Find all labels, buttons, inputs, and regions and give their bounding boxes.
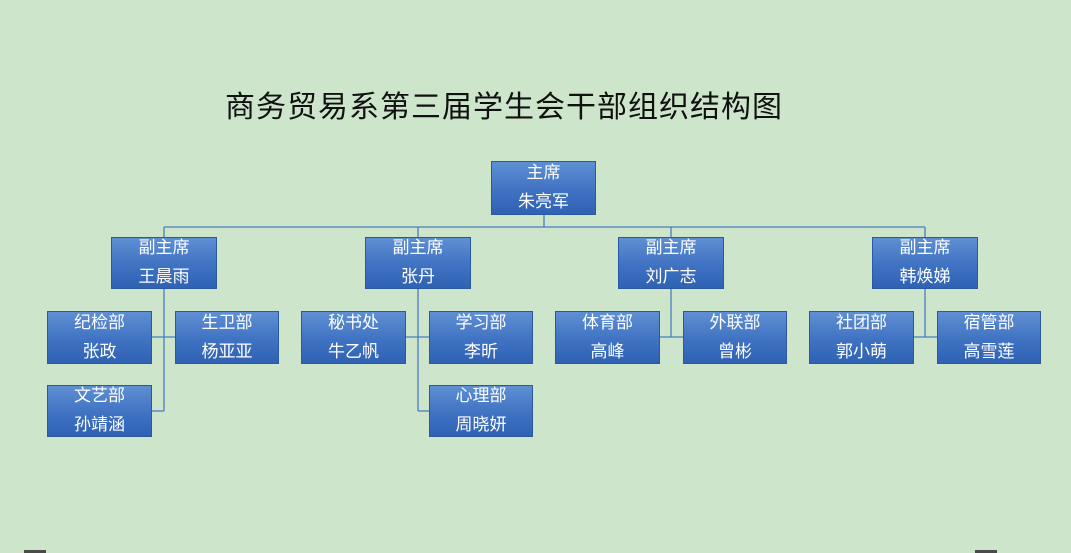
- node-role: 外联部: [709, 312, 761, 333]
- node-dept-shengwei: 生卫部 杨亚亚: [175, 311, 279, 364]
- node-name: 王晨雨: [138, 267, 190, 287]
- node-name: 高雪莲: [963, 341, 1015, 362]
- node-vice-3: 副主席 刘广志: [618, 237, 724, 289]
- node-role: 秘书处: [328, 312, 379, 333]
- node-dept-xuexi: 学习部 李昕: [429, 311, 533, 364]
- node-dept-tiyu: 体育部 高峰: [555, 311, 660, 364]
- node-role: 主席: [526, 163, 561, 183]
- node-dept-mishu: 秘书处 牛乙帆: [301, 311, 406, 364]
- node-dept-jijian: 纪检部 张政: [47, 311, 152, 364]
- node-role: 副主席: [899, 238, 951, 258]
- node-role: 心理部: [455, 386, 507, 406]
- node-name: 张丹: [401, 267, 435, 287]
- node-role: 体育部: [582, 312, 633, 333]
- node-name: 李昕: [464, 341, 498, 362]
- node-name: 高峰: [590, 341, 625, 362]
- node-role: 社团部: [836, 312, 887, 333]
- edge-marker: [975, 550, 997, 553]
- node-role: 副主席: [645, 238, 697, 258]
- node-role: 副主席: [392, 238, 444, 258]
- node-role: 副主席: [138, 238, 190, 258]
- page-title: 商务贸易系第三届学生会干部组织结构图: [225, 90, 783, 125]
- node-name: 孙靖涵: [74, 415, 125, 435]
- node-name: 曾彬: [718, 341, 752, 362]
- node-vice-4: 副主席 韩焕娣: [872, 237, 978, 289]
- node-vice-1: 副主席 王晨雨: [111, 237, 217, 289]
- node-dept-xinli: 心理部 周晓妍: [429, 385, 533, 437]
- node-name: 刘广志: [645, 267, 697, 287]
- node-dept-wailian: 外联部 曾彬: [683, 311, 787, 364]
- node-vice-2: 副主席 张丹: [365, 237, 471, 289]
- node-role: 宿管部: [963, 312, 1015, 333]
- node-role: 文艺部: [74, 386, 125, 406]
- node-name: 杨亚亚: [201, 341, 253, 362]
- node-name: 牛乙帆: [328, 341, 379, 362]
- node-name: 朱亮军: [518, 192, 569, 212]
- node-name: 周晓妍: [455, 415, 507, 435]
- node-dept-suguan: 宿管部 高雪莲: [937, 311, 1041, 364]
- node-name: 张政: [82, 341, 117, 362]
- node-dept-wenyi: 文艺部 孙靖涵: [47, 385, 152, 437]
- node-role: 生卫部: [201, 312, 253, 333]
- node-dept-shetuan: 社团部 郭小萌: [809, 311, 914, 364]
- node-role: 学习部: [455, 312, 507, 333]
- node-chair: 主席 朱亮军: [491, 161, 596, 215]
- node-role: 纪检部: [74, 312, 125, 333]
- edge-marker: [24, 550, 46, 553]
- node-name: 韩焕娣: [899, 267, 951, 287]
- node-name: 郭小萌: [836, 341, 887, 362]
